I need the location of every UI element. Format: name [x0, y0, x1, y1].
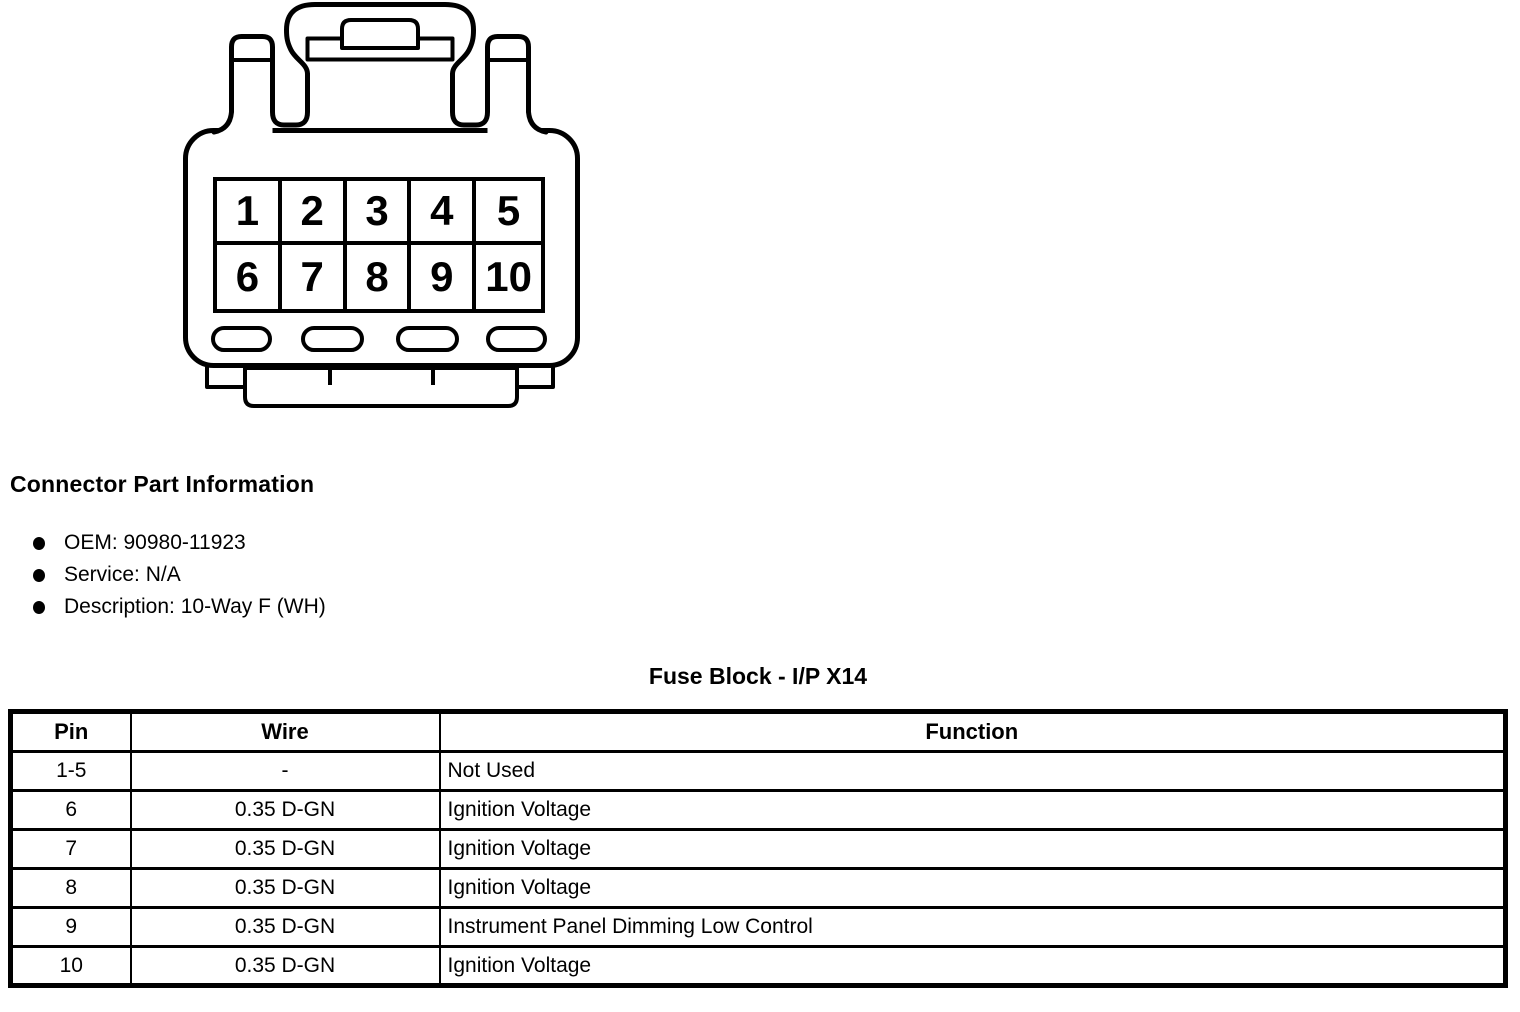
part-info-item: OEM: 90980-11923 — [33, 527, 326, 559]
col-header-pin: Pin — [9, 710, 132, 753]
connector-step-lower — [243, 366, 519, 408]
cell-pin: 6 — [9, 789, 132, 831]
terminal-slot-1 — [211, 326, 272, 352]
bullet-icon — [33, 536, 45, 550]
col-header-wire: Wire — [129, 710, 441, 753]
pin-cell-10: 10 — [485, 253, 532, 300]
cell-function: Ignition Voltage — [438, 789, 1507, 831]
pin-cell-6: 6 — [217, 245, 282, 309]
part-info-item: Description: 10-Way F (WH) — [33, 591, 326, 623]
cell-wire: 0.35 D-GN — [129, 906, 441, 948]
pin-cell-1: 1 — [217, 181, 282, 245]
terminal-slot-2 — [301, 326, 364, 352]
cell-wire: 0.35 D-GN — [129, 789, 441, 831]
pin-cell-9: 9 — [411, 245, 477, 309]
cell-function: Ignition Voltage — [438, 867, 1507, 909]
part-info-text: Description: 10-Way F (WH) — [64, 595, 326, 618]
cell-pin: 9 — [9, 906, 132, 948]
step-divider-lines — [328, 369, 435, 385]
table-row: 1-5-Not Used — [9, 750, 1507, 792]
col-header-function: Function — [438, 710, 1507, 753]
right-prong-outline — [450, 34, 549, 135]
pin-cell-7: 7 — [282, 245, 347, 309]
cell-function: Ignition Voltage — [438, 828, 1507, 870]
pin-cell-8: 8 — [347, 245, 412, 309]
cell-wire: 0.35 D-GN — [129, 828, 441, 870]
cell-function: Instrument Panel Dimming Low Control — [438, 906, 1507, 948]
cell-pin: 10 — [9, 945, 132, 987]
latch-tab — [340, 18, 420, 50]
cell-pin: 8 — [9, 867, 132, 909]
bullet-icon — [33, 600, 45, 614]
terminal-slot-3 — [396, 326, 459, 352]
part-info-text: OEM: 90980-11923 — [64, 531, 246, 554]
cell-function: Not Used — [438, 750, 1507, 792]
part-info-heading: Connector Part Information — [10, 471, 315, 497]
pin-cell-2: 2 — [281, 181, 347, 245]
pin-cell-5: 5 — [476, 181, 541, 245]
bullet-icon — [33, 568, 45, 582]
latch-arch — [284, 2, 476, 77]
cell-wire: 0.35 D-GN — [129, 867, 441, 909]
cell-pin: 7 — [9, 828, 132, 870]
left-prong-outline — [211, 34, 310, 135]
cell-wire: 0.35 D-GN — [129, 945, 441, 987]
pin-cell-4: 4 — [411, 181, 477, 245]
terminal-slot-4 — [486, 326, 547, 352]
left-prong-fill — [212, 36, 273, 135]
cell-wire: - — [129, 750, 441, 792]
table-title: Fuse Block - I/P X14 — [648, 663, 868, 689]
part-info-item: Service: N/A — [33, 559, 326, 591]
part-info-text: Service: N/A — [64, 563, 181, 586]
cell-function: Ignition Voltage — [438, 945, 1507, 987]
pin-cell-3: 3 — [346, 181, 412, 245]
right-prong-fill — [487, 36, 548, 135]
cell-pin: 1-5 — [9, 750, 132, 792]
